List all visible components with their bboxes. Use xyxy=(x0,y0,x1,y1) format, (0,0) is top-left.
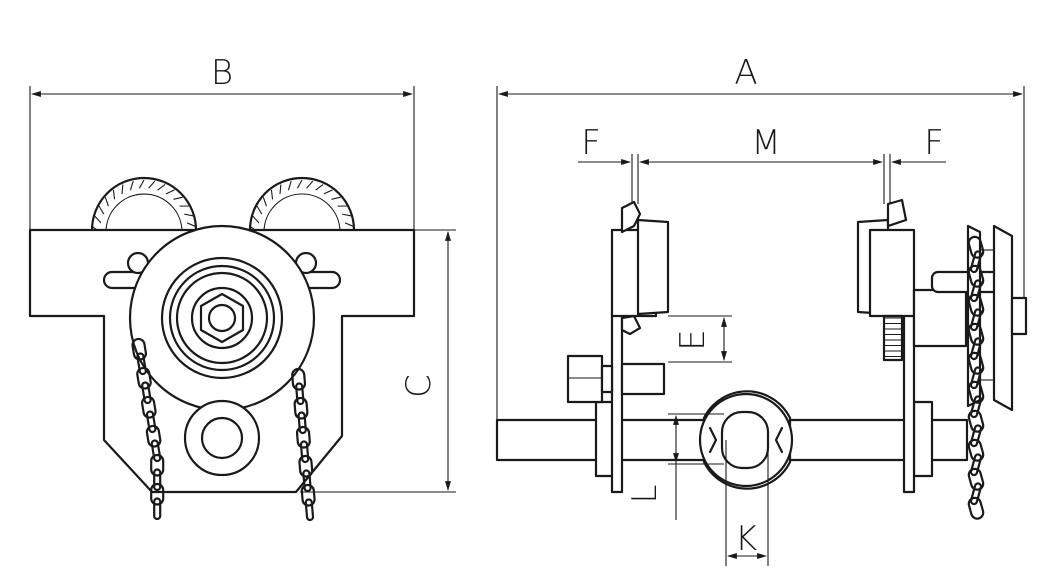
chain-link xyxy=(150,453,165,477)
chain-link xyxy=(300,483,316,507)
right-gear xyxy=(248,176,356,238)
dimension-l: L xyxy=(625,413,724,520)
chain-link xyxy=(969,453,983,477)
gear-tooth xyxy=(315,184,324,191)
side-gear xyxy=(882,314,904,362)
label-m: M xyxy=(751,123,780,163)
chain-link xyxy=(969,424,983,448)
side-view: A F M F E L xyxy=(495,53,1028,566)
chain-link xyxy=(298,454,314,478)
dimension-f-m-f: F M F xyxy=(578,123,946,204)
gear-tooth xyxy=(287,180,292,191)
gear-tooth xyxy=(279,184,282,194)
gear-tooth xyxy=(331,196,341,200)
gear-tooth xyxy=(186,222,196,228)
chain-link xyxy=(967,380,985,404)
chain-link xyxy=(295,382,305,406)
gear-tooth xyxy=(184,213,194,217)
gear-tooth xyxy=(165,189,175,195)
label-l: L xyxy=(625,485,665,504)
right-hand-chain xyxy=(291,367,316,522)
chain-link xyxy=(969,366,983,390)
dimension-c: C xyxy=(300,229,456,493)
gear-tooth xyxy=(129,180,134,191)
label-e: E xyxy=(673,329,713,350)
chain-link xyxy=(967,322,985,346)
chain-link xyxy=(969,395,983,419)
gear-tooth xyxy=(270,189,274,200)
gear-tooth xyxy=(252,215,260,224)
chain-link xyxy=(969,250,983,274)
chain-link xyxy=(145,424,162,448)
dimension-b: B xyxy=(29,53,415,230)
dimension-a: A xyxy=(496,53,1025,420)
gear-tooth xyxy=(323,189,333,195)
chain-link xyxy=(969,337,983,361)
label-b: B xyxy=(211,53,233,93)
label-a: A xyxy=(734,53,757,93)
label-f-right: F xyxy=(924,123,944,163)
chain-link xyxy=(153,468,162,492)
chain-link xyxy=(302,469,312,493)
side-hand-chain xyxy=(967,235,985,520)
gear-tooth xyxy=(262,197,267,207)
chain-link xyxy=(967,467,985,491)
dimension-e: E xyxy=(668,315,732,363)
chain-link xyxy=(969,279,983,303)
chain-link xyxy=(136,352,147,376)
gear-tooth xyxy=(306,180,314,189)
dimension-k: K xyxy=(725,440,769,566)
gear-tooth xyxy=(138,179,145,189)
gear-rim xyxy=(263,193,341,233)
chain-link xyxy=(150,439,162,463)
chain-link xyxy=(297,411,307,435)
gear-tooth xyxy=(173,196,183,200)
gear-tooth xyxy=(296,179,303,189)
gear-tooth xyxy=(344,222,354,228)
chain-link xyxy=(291,367,307,391)
label-c: C xyxy=(399,374,439,398)
gear-tooth xyxy=(98,205,105,215)
center-hub xyxy=(698,390,794,490)
lower-bolt xyxy=(183,399,261,477)
left-hand-chain xyxy=(131,337,165,521)
chain-link xyxy=(969,308,983,332)
chain-link xyxy=(140,395,157,419)
chain-link xyxy=(969,482,983,506)
left-side-plate xyxy=(566,200,670,494)
label-k: K xyxy=(735,519,757,559)
right-side-plate xyxy=(856,198,1012,494)
chain-link xyxy=(967,409,985,433)
gear-tooth xyxy=(112,189,116,200)
chain-link xyxy=(150,482,165,506)
left-gear xyxy=(90,176,198,238)
gear-tooth xyxy=(157,184,166,191)
chain-link xyxy=(295,425,311,449)
gear-tooth xyxy=(121,184,124,194)
chain-link xyxy=(299,440,310,464)
gear-rim xyxy=(105,193,183,233)
chain-link xyxy=(304,498,315,522)
gear-tooth xyxy=(256,205,263,215)
chain-link xyxy=(967,438,985,462)
gear-tooth xyxy=(148,180,156,189)
chain-link xyxy=(967,351,985,375)
gear-tooth xyxy=(342,213,352,217)
chain-link xyxy=(131,337,148,361)
label-f-left: F xyxy=(581,123,601,163)
chain-link xyxy=(967,496,985,520)
hand-wheel xyxy=(128,224,316,412)
chain-link xyxy=(136,366,152,390)
chain-link xyxy=(293,396,309,420)
chain-link xyxy=(153,497,162,521)
gear-tooth xyxy=(94,215,102,224)
chain-link xyxy=(967,235,985,259)
chain-link xyxy=(967,293,985,317)
chain-link xyxy=(145,410,157,434)
chain-link xyxy=(967,264,985,288)
chain-link xyxy=(141,381,152,405)
gear-tooth xyxy=(104,197,109,207)
front-view: B C xyxy=(28,53,456,522)
